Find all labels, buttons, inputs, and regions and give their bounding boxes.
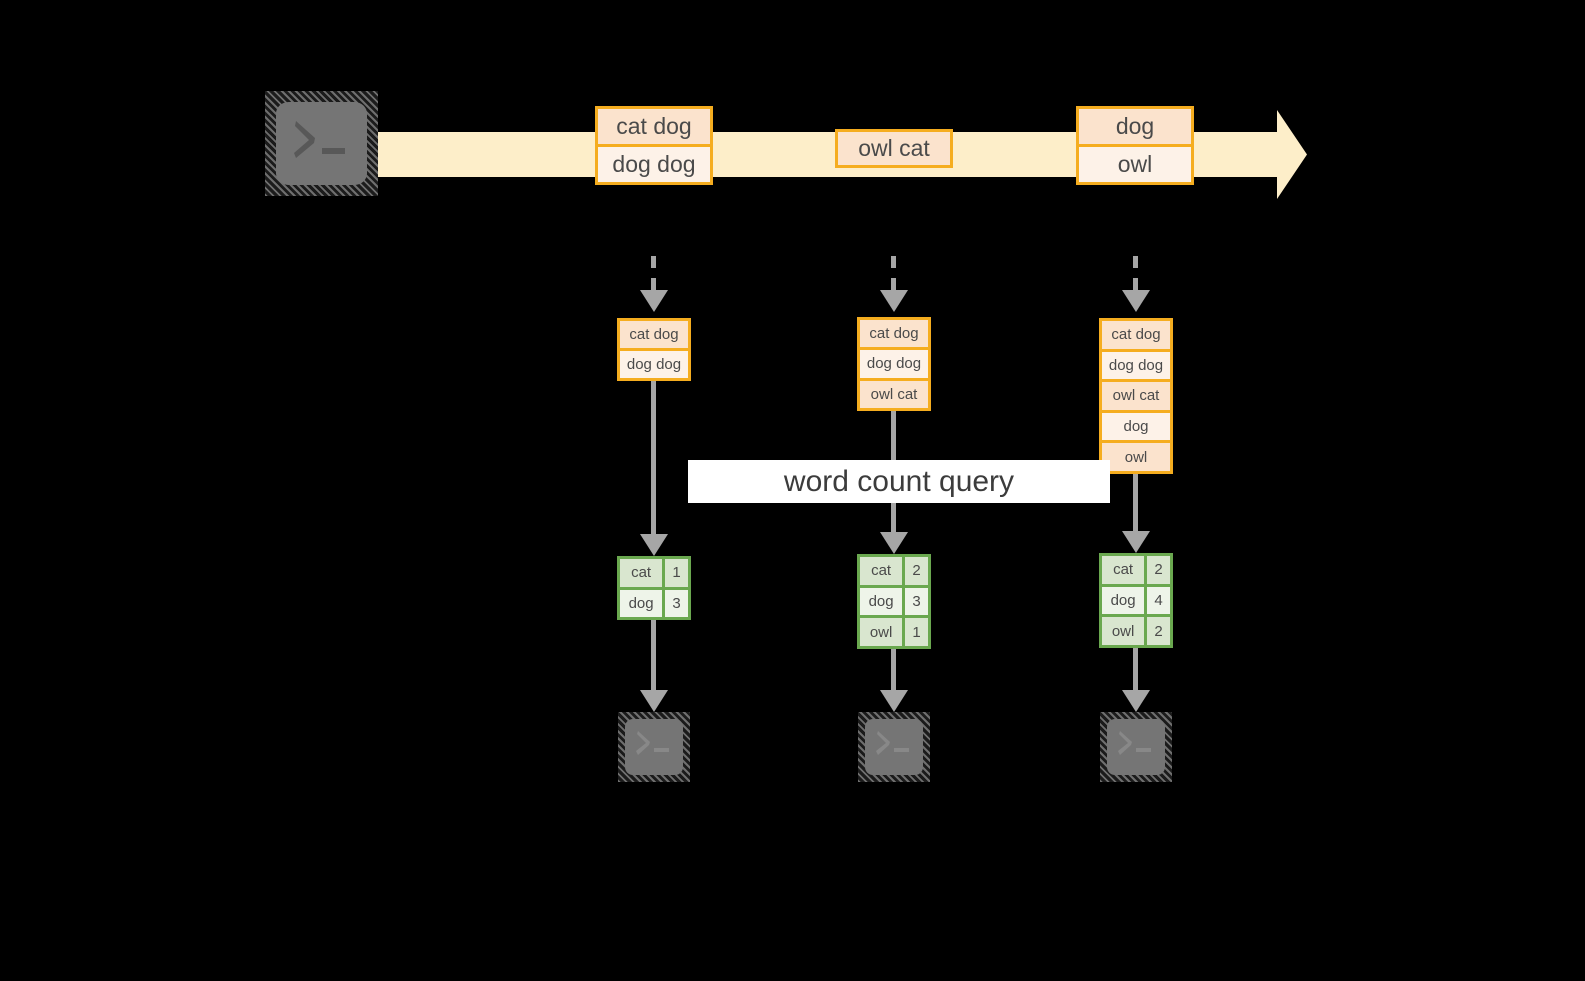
table-row: owl 2: [1102, 614, 1170, 646]
result-table[interactable]: cat 2 dog 3 owl 1: [857, 554, 931, 649]
source-terminal-icon: [265, 91, 378, 196]
prompt-glyph: [876, 731, 909, 755]
sink-terminal-icon: [1100, 712, 1172, 782]
prompt-glyph: [1118, 731, 1151, 755]
result-table[interactable]: cat 1 dog 3: [617, 556, 691, 620]
table-row: owl 1: [860, 615, 928, 647]
record-line: owl cat: [838, 132, 950, 165]
snapshot-box[interactable]: cat dog dog dog owl cat dog owl: [1099, 318, 1173, 474]
count-cell: 3: [902, 587, 928, 616]
snapshot-trigger-arrowhead: [1122, 290, 1150, 312]
stream-arrowhead: [1243, 110, 1307, 199]
snapshot-line: dog dog: [860, 347, 928, 378]
query-flow-arrowhead: [1122, 531, 1150, 553]
record-line: dog dog: [598, 144, 710, 182]
table-row: cat 2: [860, 557, 928, 585]
snapshot-trigger-line: [651, 256, 656, 292]
word-cell: dog: [1102, 586, 1145, 615]
snapshot-line: dog dog: [620, 348, 688, 378]
snapshot-trigger-line: [1133, 256, 1138, 292]
sink-terminal-icon: [618, 712, 690, 782]
sink-terminal-icon: [858, 712, 930, 782]
snapshot-line: dog dog: [1102, 348, 1170, 380]
stream-record[interactable]: dog owl: [1076, 106, 1194, 185]
word-cell: cat: [620, 559, 663, 587]
snapshot-trigger-arrowhead: [880, 290, 908, 312]
count-cell: 2: [1144, 617, 1170, 646]
count-cell: 3: [662, 589, 688, 617]
sink-flow-arrowhead: [1122, 690, 1150, 712]
count-cell: 2: [902, 557, 928, 585]
snapshot-trigger-line: [891, 256, 896, 292]
sink-flow-line: [651, 620, 656, 694]
query-flow-line: [651, 381, 656, 549]
snapshot-line: cat dog: [1102, 321, 1170, 349]
snapshot-line: owl cat: [1102, 379, 1170, 410]
sink-flow-arrowhead: [880, 690, 908, 712]
query-flow-arrowhead: [880, 532, 908, 554]
sink-flow-line: [891, 649, 896, 695]
stream-record[interactable]: owl cat: [835, 129, 953, 168]
table-row: cat 2: [1102, 556, 1170, 584]
snapshot-line: dog: [1102, 409, 1170, 441]
snapshot-line: cat dog: [860, 320, 928, 348]
terminal-plate: [1107, 719, 1165, 775]
snapshot-trigger-arrowhead: [640, 290, 668, 312]
count-cell: 1: [902, 618, 928, 647]
sink-flow-arrowhead: [640, 690, 668, 712]
query-flow-arrowhead: [640, 534, 668, 556]
snapshot-line: owl: [1102, 440, 1170, 471]
count-cell: 2: [1144, 556, 1170, 584]
snapshot-box[interactable]: cat dog dog dog owl cat: [857, 317, 931, 411]
stream-record[interactable]: cat dog dog dog: [595, 106, 713, 185]
record-line: owl: [1079, 144, 1191, 182]
prompt-glyph: [294, 121, 345, 158]
record-line: cat dog: [598, 109, 710, 144]
terminal-plate: [625, 719, 683, 775]
word-cell: owl: [860, 618, 903, 647]
prompt-glyph: [636, 731, 669, 755]
table-row: dog 4: [1102, 583, 1170, 615]
word-cell: dog: [620, 589, 663, 617]
word-cell: cat: [1102, 556, 1145, 584]
snapshot-line: owl cat: [860, 377, 928, 408]
table-row: cat 1: [620, 559, 688, 587]
query-banner-label: word count query: [783, 464, 1015, 498]
record-line: dog: [1079, 109, 1191, 144]
snapshot-box[interactable]: cat dog dog dog: [617, 318, 691, 381]
result-table[interactable]: cat 2 dog 4 owl 2: [1099, 553, 1173, 648]
sink-flow-line: [1133, 648, 1138, 695]
terminal-plate: [865, 719, 923, 775]
terminal-plate: [276, 102, 367, 185]
word-cell: owl: [1102, 617, 1145, 646]
word-cell: cat: [860, 557, 903, 585]
word-cell: dog: [860, 587, 903, 616]
table-row: dog 3: [620, 586, 688, 617]
query-flow-line: [1133, 474, 1138, 546]
table-row: dog 3: [860, 584, 928, 616]
count-cell: 4: [1144, 586, 1170, 615]
snapshot-line: cat dog: [620, 321, 688, 348]
query-banner: word count query: [688, 460, 1110, 503]
count-cell: 1: [662, 559, 688, 587]
